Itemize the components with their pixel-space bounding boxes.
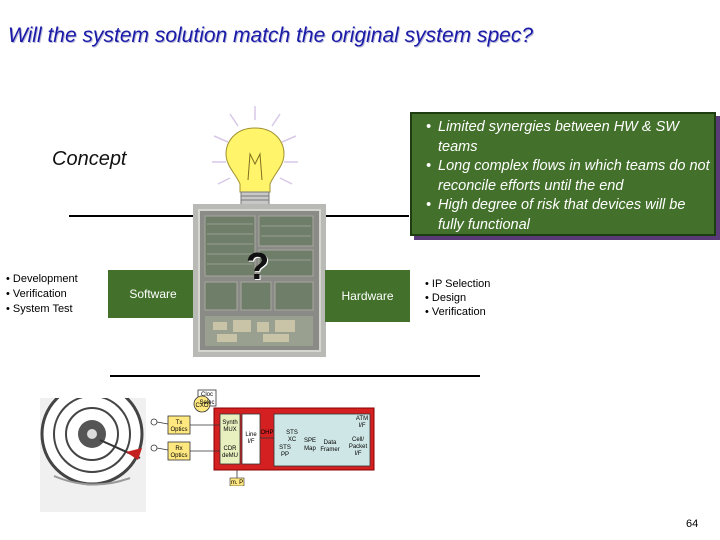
synth-mux-label: Synth <box>222 420 237 426</box>
dartboard-target-image <box>40 398 146 512</box>
software-tasks-list: • Development • Verification • System Te… <box>6 272 78 317</box>
line-if-label: I/F <box>248 439 255 445</box>
question-mark: ? <box>246 246 270 288</box>
mp-label: m. P <box>231 480 243 486</box>
callout-box: Limited synergies between HW & SW teams … <box>410 112 716 236</box>
hardware-tasks-list: • IP Selection • Design • Verification <box>425 277 490 319</box>
clock-select-label: Cloc <box>201 392 213 398</box>
data-framer-label: Framer <box>320 447 339 453</box>
concept-label: Concept <box>52 148 127 170</box>
spe-label: SPE <box>304 438 316 444</box>
page-title: Will the system solution match the origi… <box>8 24 534 47</box>
atm-if-label: I/F <box>359 423 366 429</box>
ohp-label: OHP <box>260 430 273 436</box>
chip-die-image <box>193 204 326 357</box>
atm-if-label: ATM <box>356 416 368 422</box>
list-item: • System Test <box>6 303 73 315</box>
list-item: • Verification <box>425 306 486 318</box>
line-if-label: Line <box>245 432 257 438</box>
map-label: Map <box>304 446 316 452</box>
synth-mux-label: MUX <box>223 427 236 433</box>
divider-lower <box>110 375 480 377</box>
software-box: Software <box>108 270 198 318</box>
rx-optics-label: Optics <box>170 453 187 459</box>
callout-item: Limited synergies between HW & SW teams <box>426 118 714 157</box>
list-item: • Development <box>6 273 78 285</box>
sts-pp-label: STS <box>279 445 291 451</box>
cell-packet-if-label: Cell/ <box>352 437 364 443</box>
list-item: • IP Selection <box>425 278 491 290</box>
list-item: • Verification <box>6 288 67 300</box>
tx-optics-label: Optics <box>170 427 187 433</box>
tx-optics-label: Tx <box>176 420 183 426</box>
cdr-demux-label: deMU <box>222 453 238 459</box>
cell-packet-if-label: Packet <box>349 444 368 450</box>
list-item: • Design <box>425 292 467 304</box>
sts-xc-label: STS <box>286 430 298 436</box>
data-framer-label: Data <box>324 440 337 446</box>
page-number: 64 <box>686 518 699 530</box>
cdr-demux-label: CDR <box>224 446 238 452</box>
sts-xc-label: XC <box>288 437 297 443</box>
callout-item: Long complex flows in which teams do not… <box>426 157 714 196</box>
light-bulb-icon <box>212 106 298 212</box>
sts-pp-label: PP <box>281 452 289 458</box>
cell-packet-if-label: I/F <box>355 451 362 457</box>
hardware-box: Hardware <box>325 270 410 322</box>
system-block-diagram: CXO Cloc Selec Tx Optics Rx Optics Synth… <box>150 389 375 486</box>
cxo-label: CXO <box>195 403 208 409</box>
clock-select-label: Selec <box>199 400 214 406</box>
rx-optics-label: Rx <box>175 446 182 452</box>
callout-item: High degree of risk that devices will be… <box>426 196 714 235</box>
